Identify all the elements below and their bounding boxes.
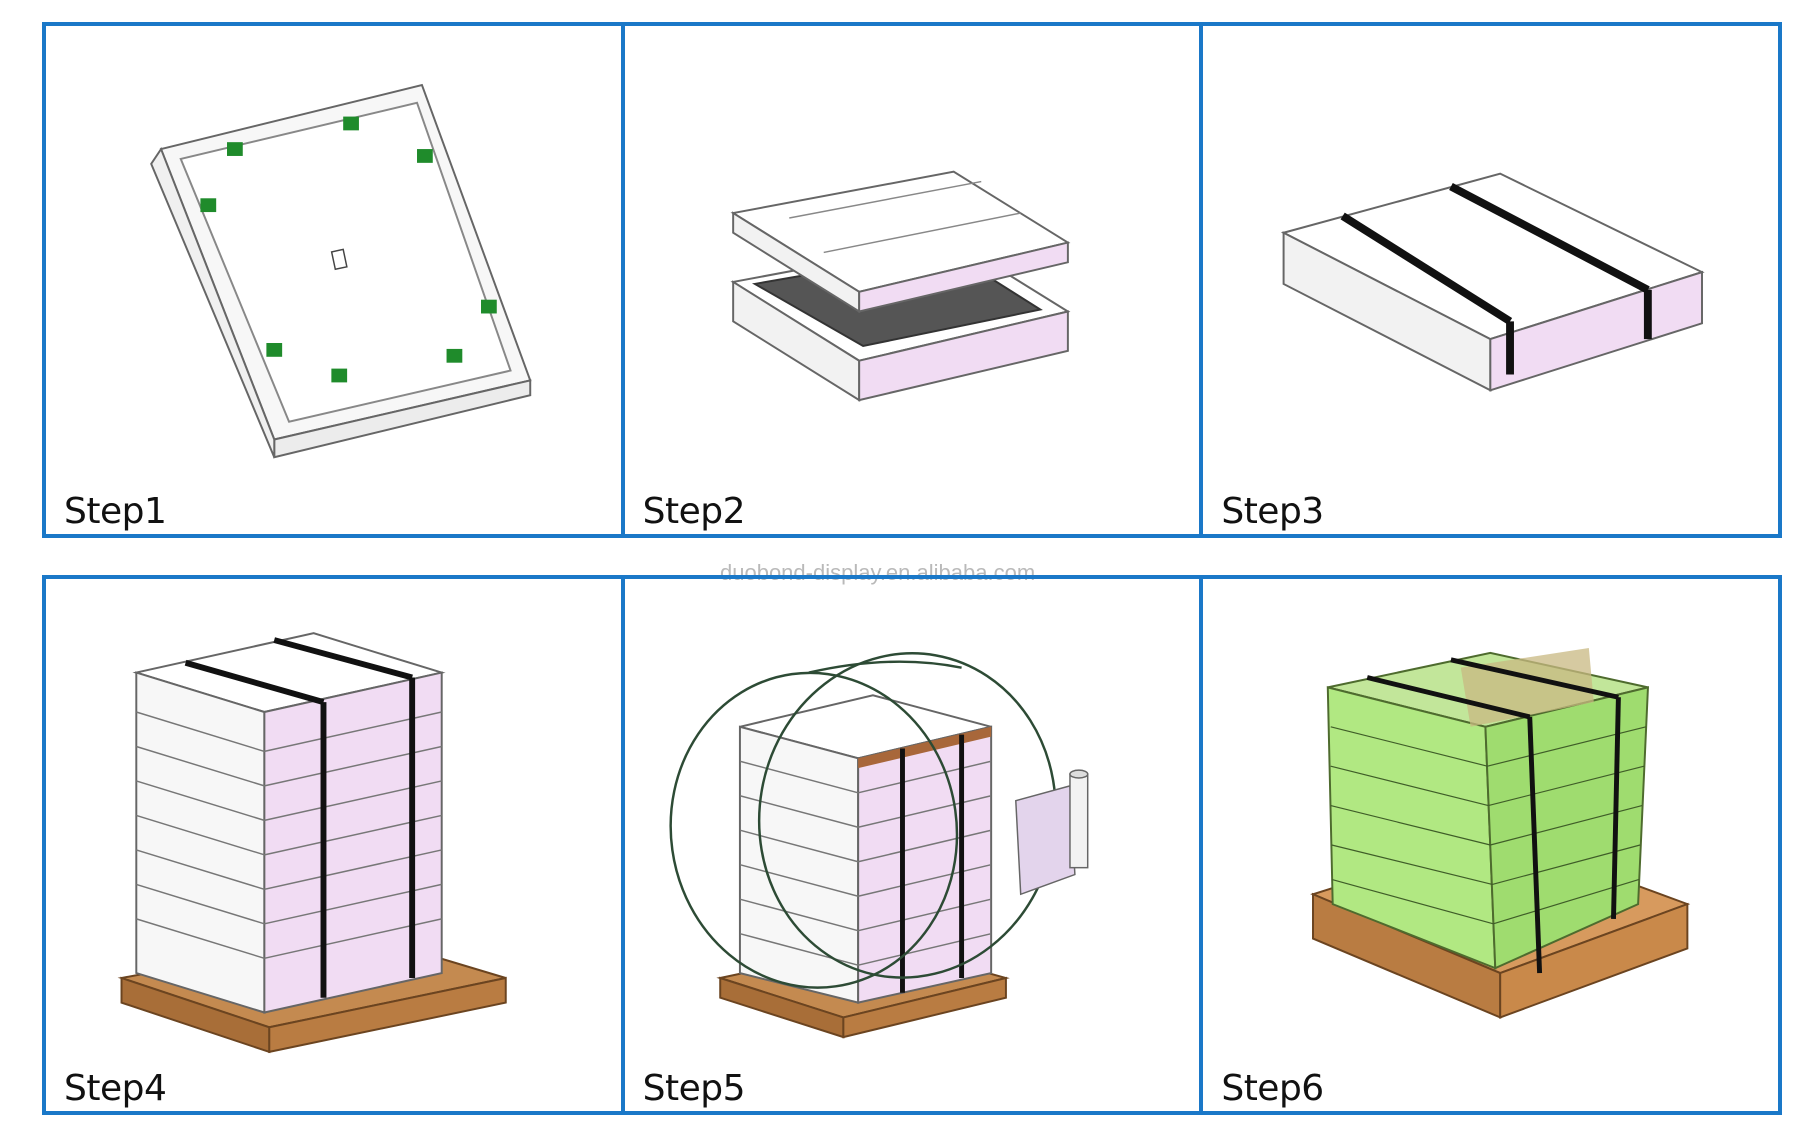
black-straps (1366, 657, 1622, 974)
stacked-trays-on-pallet-illustration (117, 632, 507, 1054)
tray-layer-lines (1330, 726, 1647, 925)
step-label: Step3 (1221, 491, 1324, 532)
black-straps (184, 637, 416, 998)
black-straps (1340, 182, 1653, 375)
step-label: Step4 (64, 1068, 167, 1109)
film-roll-icon (1014, 769, 1089, 896)
step-cell-3: Step3 (1203, 26, 1778, 534)
green-clips (200, 116, 497, 383)
watermark-text: duobond-display.en.alibaba.com (720, 560, 1036, 585)
step-cell-4: Step4 (46, 579, 625, 1111)
empty-tray-illustration (150, 83, 532, 459)
step-label: Step5 (642, 1068, 746, 1109)
stretch-wrap-illustration (669, 652, 1089, 1039)
tray-with-panel-illustration (730, 170, 1071, 402)
steps-row-bottom: Step4 (42, 575, 1782, 1115)
step-label: Step6 (1221, 1068, 1324, 1109)
wrapped-pallet-illustration (1310, 647, 1691, 1019)
step-cell-6: Step6 (1203, 579, 1778, 1111)
steps-row-top: Step1 Step2 Step3 (42, 22, 1782, 538)
step-cell-5: Step5 (625, 579, 1204, 1111)
step-label: Step2 (642, 491, 746, 532)
tray-layer-lines (136, 711, 442, 960)
strapped-tray-illustration (1281, 172, 1705, 392)
step-label: Step1 (64, 491, 167, 532)
step-cell-1: Step1 (46, 26, 625, 534)
black-straps (899, 734, 964, 993)
step-cell-2: Step2 (625, 26, 1204, 534)
wrap-film-loops (669, 652, 1057, 989)
tray-layer-lines (739, 760, 991, 966)
